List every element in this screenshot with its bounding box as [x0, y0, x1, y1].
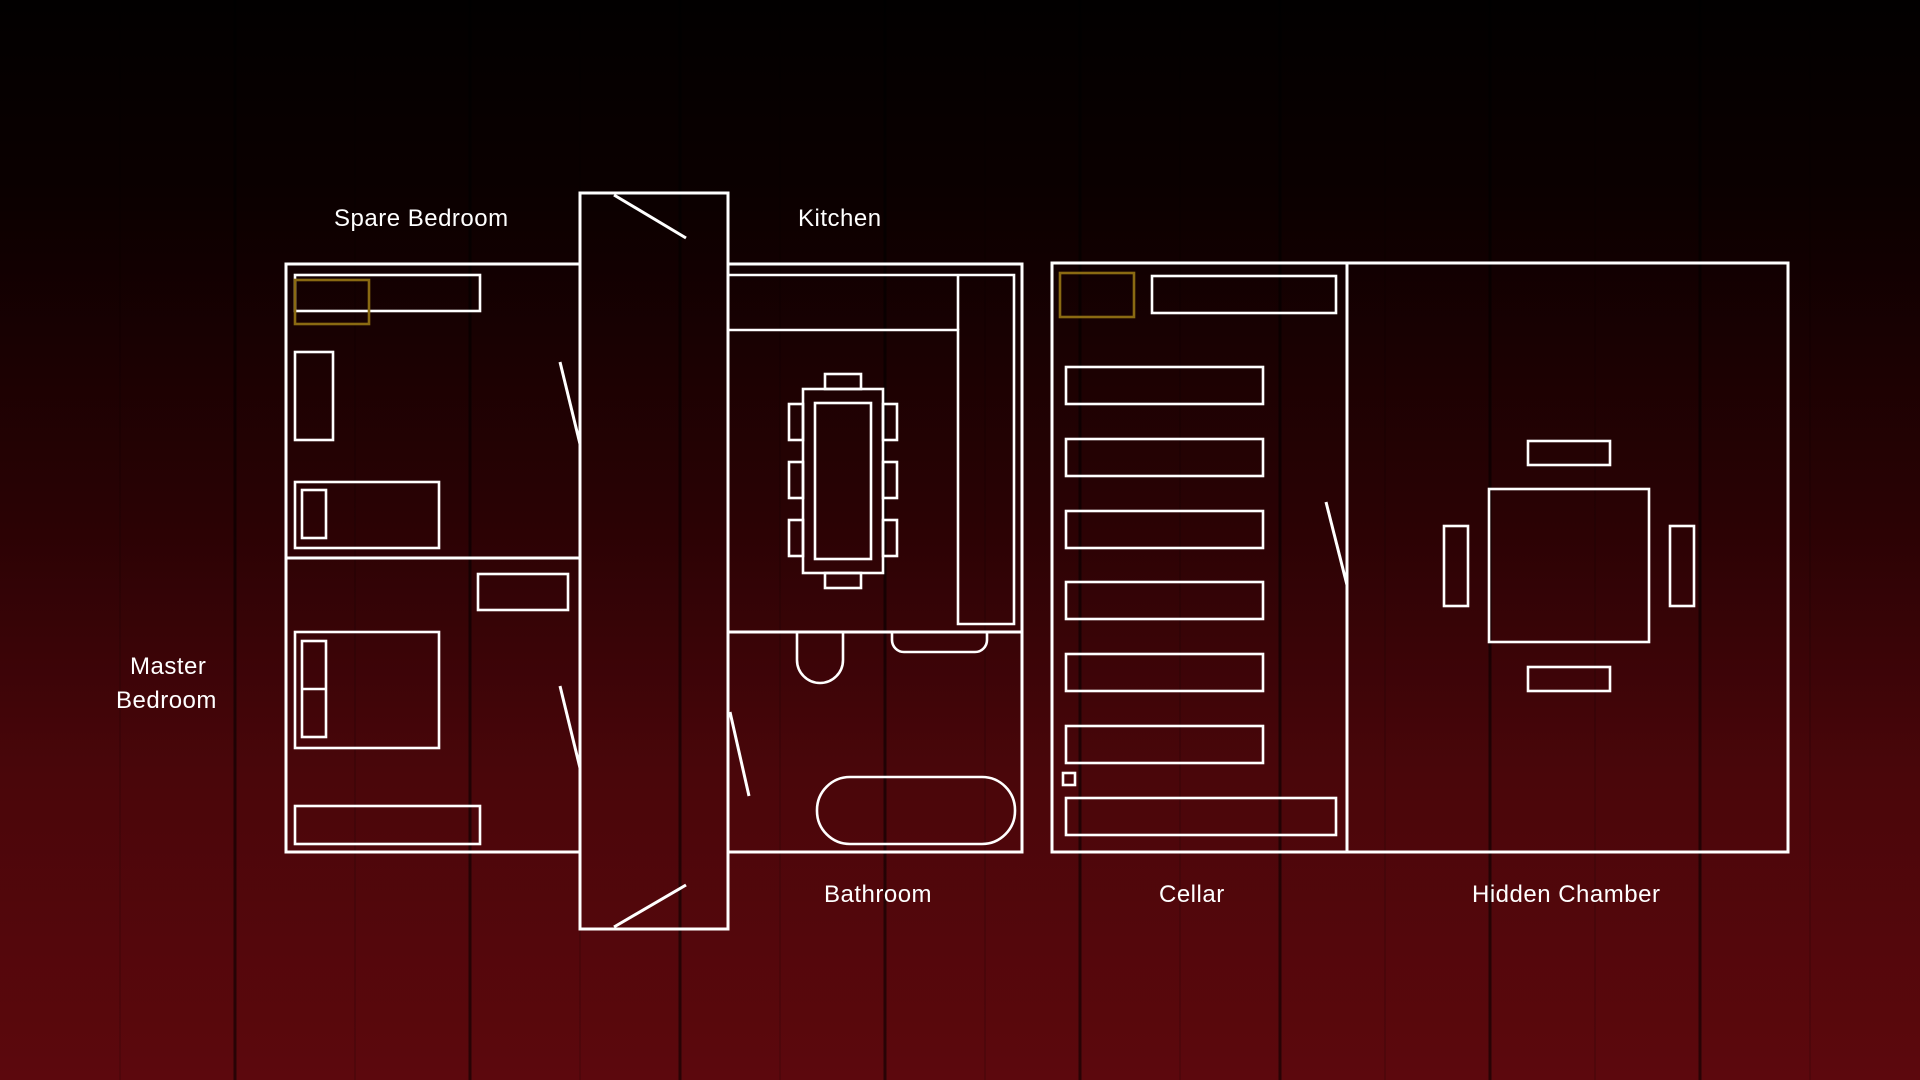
- cellar-shelf-5: [1064, 652, 1265, 693]
- bathroom-toilet: [795, 632, 845, 685]
- spare-bedroom-pillow: [300, 488, 328, 540]
- kitchen-counter: [726, 273, 1016, 626]
- kitchen-walls: [728, 262, 1024, 634]
- hallway-walls: [578, 191, 730, 931]
- bathroom-door[interactable]: [728, 711, 751, 797]
- kitchen[interactable]: [726, 262, 1024, 634]
- hidden-chamber-bench-left: [1442, 524, 1470, 608]
- kitchen-chair-left-2: [787, 460, 805, 500]
- spare-bedroom-item-highlight[interactable]: [293, 278, 371, 326]
- spare-bedroom-walls: [284, 262, 580, 560]
- bathroom[interactable]: [726, 630, 1024, 854]
- master-bedroom-cabinet: [293, 804, 482, 846]
- hidden-chamber[interactable]: [1345, 261, 1790, 854]
- kitchen-chair-right-3: [881, 518, 899, 558]
- bathroom-bathtub: [815, 775, 1017, 846]
- cellar-bottom-shelf: [1064, 796, 1338, 837]
- kitchen-chair-bottom: [823, 571, 863, 590]
- cellar-top-shelf: [1150, 274, 1338, 315]
- cellar-shelf-3: [1064, 509, 1265, 550]
- label-kitchen: Kitchen: [798, 205, 882, 232]
- cellar-item-highlight[interactable]: [1058, 271, 1136, 319]
- kitchen-chair-top: [823, 372, 863, 391]
- spare-bedroom-bed: [293, 480, 441, 550]
- hallway[interactable]: [578, 191, 730, 931]
- label-spare-bedroom: Spare Bedroom: [334, 205, 509, 232]
- hidden-chamber-table: [1487, 487, 1651, 644]
- master-bedroom-dresser: [476, 572, 570, 612]
- master-bedroom-bed: [293, 630, 441, 750]
- label-hidden-chamber: Hidden Chamber: [1472, 881, 1661, 908]
- kitchen-table-inner: [813, 401, 873, 561]
- cellar-door[interactable]: [1324, 501, 1349, 586]
- hidden-chamber-bench-bottom: [1526, 665, 1612, 693]
- label-master-bedroom-line2: Bedroom: [116, 687, 217, 714]
- master-bedroom[interactable]: [284, 556, 582, 854]
- spare-bedroom-wardrobe: [293, 350, 335, 442]
- spare-bedroom-door[interactable]: [558, 361, 582, 445]
- bathroom-sink: [890, 632, 989, 654]
- spare-bedroom[interactable]: [284, 262, 582, 560]
- hidden-chamber-bench-top: [1526, 439, 1612, 467]
- hidden-chamber-walls: [1345, 261, 1790, 854]
- hallway-top-door[interactable]: [613, 193, 687, 240]
- cellar-shelf-1: [1064, 365, 1265, 406]
- cellar-shelf-4: [1064, 580, 1265, 621]
- kitchen-chair-right-1: [881, 402, 899, 442]
- hallway-bottom-door[interactable]: [613, 883, 687, 929]
- kitchen-chair-left-3: [787, 518, 805, 558]
- kitchen-chair-left-1: [787, 402, 805, 442]
- master-bedroom-walls: [284, 556, 580, 854]
- cellar-shelf-6: [1064, 724, 1265, 765]
- bathroom-walls: [726, 630, 1024, 854]
- master-bedroom-door[interactable]: [558, 685, 582, 769]
- cellar-shelf-2: [1064, 437, 1265, 478]
- cellar[interactable]: [1050, 261, 1349, 854]
- label-cellar: Cellar: [1159, 881, 1225, 908]
- cellar-small-box[interactable]: [1061, 771, 1077, 787]
- label-master-bedroom-line1: Master: [130, 653, 207, 680]
- label-bathroom: Bathroom: [824, 881, 933, 908]
- kitchen-chair-right-2: [881, 460, 899, 500]
- hidden-chamber-bench-right: [1668, 524, 1696, 608]
